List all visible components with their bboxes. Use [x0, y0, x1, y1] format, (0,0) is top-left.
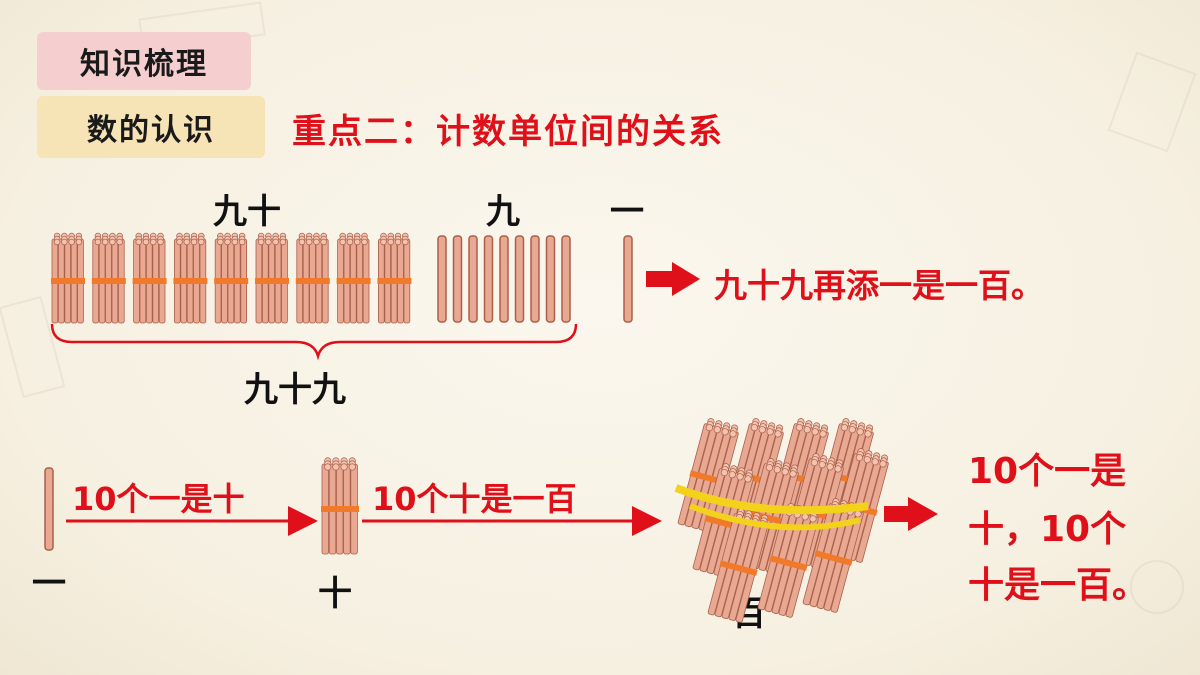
conclusion-line-2: 十，10个	[968, 509, 1127, 550]
single-stick	[561, 235, 571, 323]
hundred-bundle	[674, 418, 889, 623]
yellow-band	[688, 503, 861, 531]
number-recognition-tag: 数的认识	[37, 96, 265, 158]
ten-bundle	[255, 232, 289, 324]
ten-bundle	[295, 232, 330, 324]
right-arrow-icon	[646, 262, 700, 296]
label-ten: 十	[318, 574, 352, 614]
arrow2-text: 10个十是一百	[372, 480, 577, 518]
ten-bundle	[707, 508, 769, 623]
single-stick	[530, 235, 540, 323]
single-sticks-group	[437, 235, 571, 323]
yellow-band	[674, 484, 869, 515]
ten-bundle	[321, 457, 359, 555]
conclusion-line-3: 十是一百。	[968, 565, 1149, 606]
ten-bundle	[707, 508, 769, 623]
ten-bundle	[336, 232, 371, 324]
ten-bundle	[802, 498, 864, 613]
ten-bundle	[214, 232, 249, 324]
key-point-title: 重点二：计数单位间的关系	[292, 112, 724, 152]
single-stick	[545, 235, 556, 323]
ten-bundle	[51, 232, 85, 324]
ten-bundle	[173, 232, 208, 324]
conclusion-line-1: 10个一是	[968, 451, 1127, 492]
ten-bundle	[321, 457, 359, 555]
label-ninety-nine: 九十九	[244, 370, 346, 410]
statement-99-plus-1: 九十九再添一是一百。	[714, 266, 1044, 305]
label-one-top: 一	[610, 192, 644, 232]
single-stick	[437, 235, 447, 323]
ten-bundle	[377, 232, 412, 324]
single-stick	[514, 235, 525, 323]
right-arrow-icon	[884, 497, 938, 531]
label-one-bottom: 一	[32, 564, 66, 604]
curly-brace	[50, 323, 578, 361]
arrow1-text: 10个一是十	[72, 480, 245, 518]
ten-bundle	[91, 232, 126, 324]
single-stick	[452, 235, 463, 323]
single-stick-one	[623, 235, 633, 323]
ten-bundle	[132, 232, 167, 324]
label-nine: 九	[486, 192, 520, 232]
single-stick	[468, 235, 478, 323]
ten-bundles-group	[51, 232, 412, 324]
single-stick	[483, 235, 494, 323]
ten-bundle	[802, 498, 864, 613]
single-stick-bottom	[44, 467, 54, 551]
background-decoration	[1130, 560, 1184, 614]
knowledge-review-tag: 知识梳理	[37, 32, 251, 90]
single-stick	[499, 235, 509, 323]
ten-bundle	[757, 503, 819, 618]
ten-bundle	[757, 503, 819, 618]
label-ninety: 九十	[213, 192, 281, 232]
